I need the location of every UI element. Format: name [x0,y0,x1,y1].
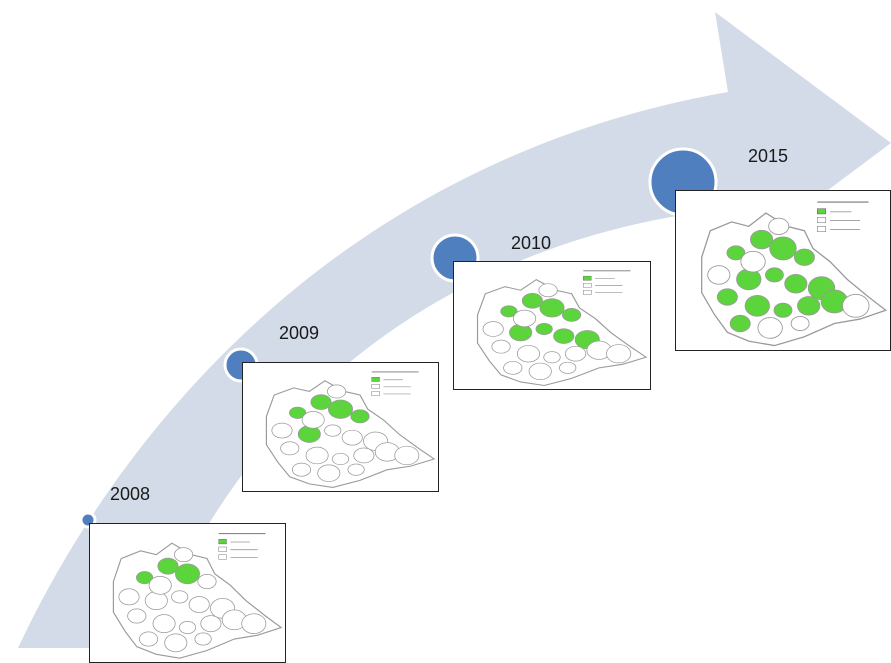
map-legend [817,201,869,232]
district-covered [773,302,793,318]
map-drawing [265,371,436,488]
year-label-2009: 2009 [279,323,320,343]
year-label-2015: 2015 [748,146,789,166]
district-uncovered [174,547,194,563]
district-uncovered [138,631,159,647]
district-covered [521,293,543,309]
district-uncovered [740,250,766,273]
map-thumbnail-2008 [89,523,286,663]
year-label-2008: 2008 [110,484,151,504]
map-drawing [701,201,888,347]
district-uncovered [757,317,783,339]
district-covered [539,298,565,318]
district-uncovered [707,265,731,285]
district-uncovered [482,321,504,337]
district-covered [350,409,370,424]
district-uncovered [491,339,511,354]
district-uncovered [564,345,587,362]
district-uncovered [353,447,375,464]
district-uncovered [118,588,140,606]
district-covered [750,229,774,250]
district-uncovered [194,632,212,646]
district-uncovered [164,633,188,653]
district-uncovered [178,620,197,635]
district-uncovered [790,315,810,332]
district-covered [328,399,353,419]
district-covered [784,274,808,294]
map-drawing [476,270,648,387]
district-uncovered [394,445,420,466]
district-covered [797,296,821,316]
district-uncovered [127,608,147,624]
map-thumbnail-2010 [453,261,651,390]
district-uncovered [538,283,558,298]
district-uncovered [188,596,210,613]
district-covered [769,236,797,261]
district-uncovered [512,309,537,328]
district-covered [535,323,553,336]
district-covered [289,406,307,419]
district-covered [765,267,784,283]
district-uncovered [559,361,577,374]
district-uncovered [842,293,870,318]
district-covered [175,563,200,585]
year-label-2010: 2010 [511,233,552,253]
district-uncovered [543,351,561,364]
map-legend [583,270,631,295]
district-covered [500,305,518,318]
district-uncovered [144,591,168,611]
district-uncovered [148,575,172,595]
district-uncovered [305,446,329,465]
district-uncovered [291,462,312,477]
map-thumbnail-2015 [675,190,891,351]
district-covered [136,571,154,585]
district-uncovered [317,464,341,482]
district-covered [157,557,179,575]
district-covered [297,425,321,443]
district-covered [736,268,762,291]
district-uncovered [241,613,267,635]
district-uncovered [171,590,189,604]
district-uncovered [516,345,541,363]
district-uncovered [528,362,552,381]
district-uncovered [327,384,347,399]
district-covered [553,328,575,344]
district-uncovered [271,422,293,439]
map-legend [371,371,419,396]
district-covered [509,323,533,342]
district-uncovered [768,217,790,235]
district-covered [716,288,738,306]
district-covered [310,394,332,410]
map-drawing [112,533,283,659]
map-legend [218,533,266,560]
district-uncovered [341,429,363,446]
district-uncovered [301,411,325,429]
district-uncovered [197,574,217,589]
district-uncovered [331,452,350,466]
district-uncovered [347,463,365,476]
district-covered [726,245,746,261]
district-uncovered [324,424,342,437]
map-thumbnail-2009 [242,362,439,492]
district-uncovered [152,614,176,634]
district-uncovered [503,360,523,375]
district-uncovered [280,441,300,456]
district-uncovered [606,344,632,364]
district-covered [744,295,770,317]
district-covered [793,248,815,266]
district-covered [561,308,582,322]
district-covered [729,314,751,333]
district-uncovered [200,615,222,633]
